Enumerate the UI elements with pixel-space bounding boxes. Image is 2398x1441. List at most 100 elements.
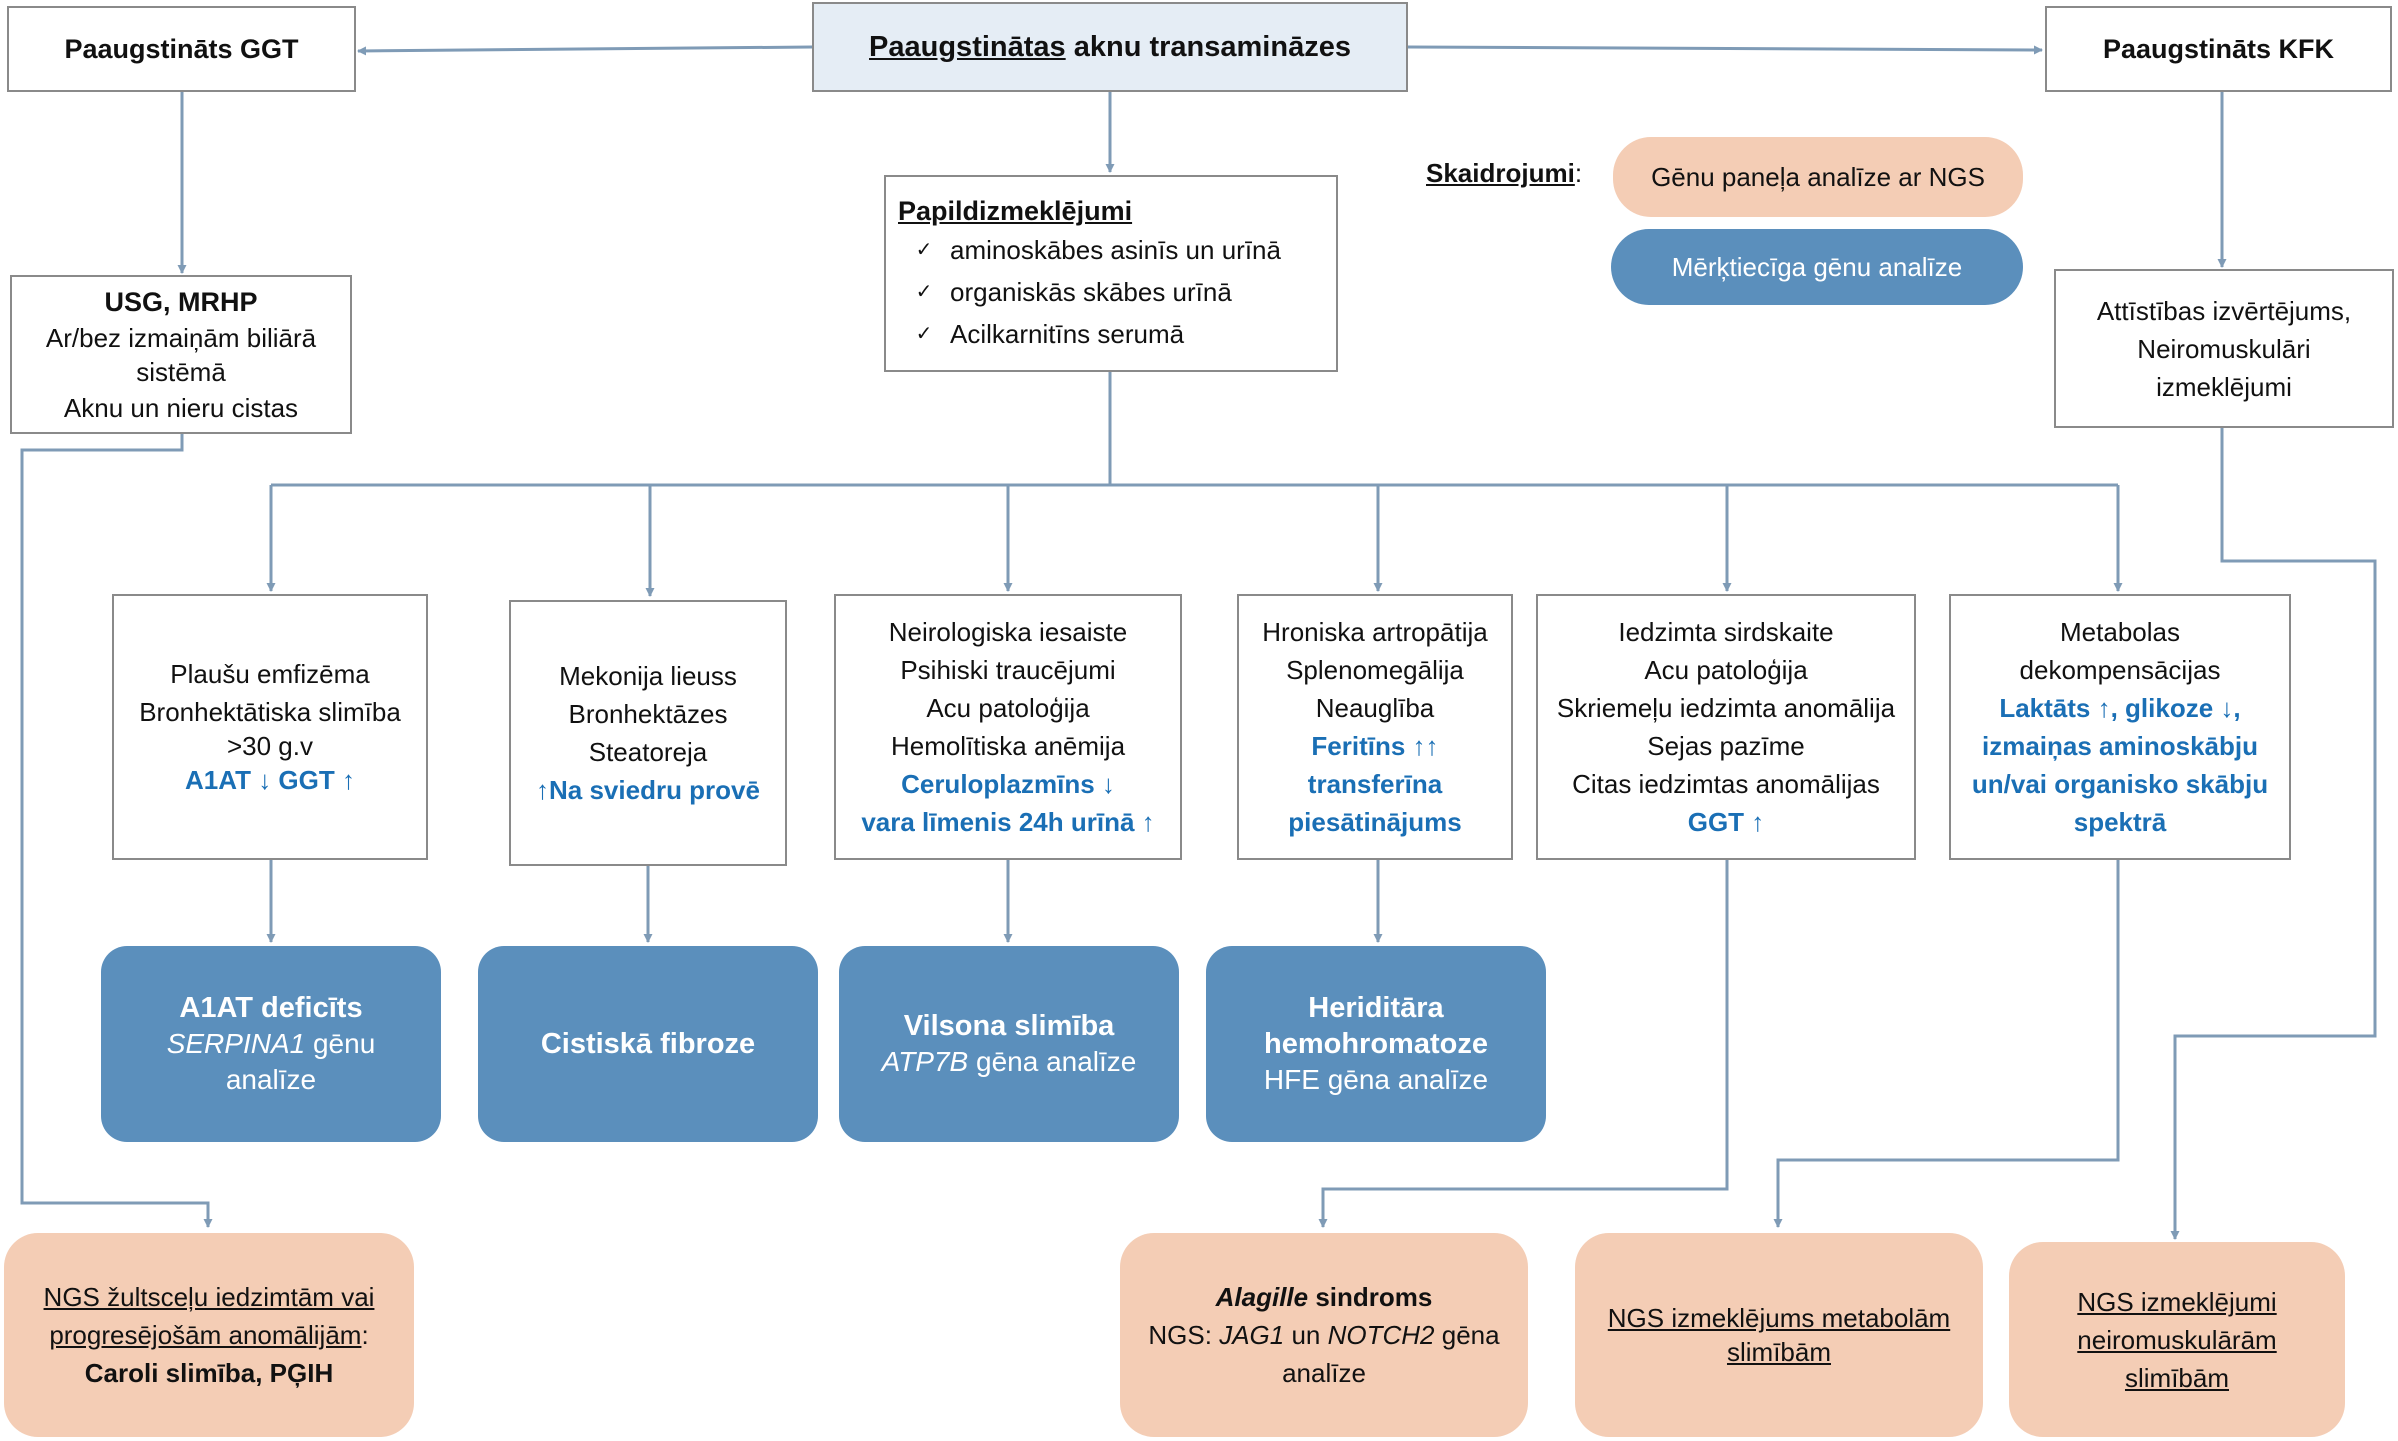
arrow-sym5-to-ngs2 [1318, 860, 1729, 1228]
symptom-line: dekompensācijas [2019, 655, 2221, 685]
ggt-node: Paaugstināts GGT [7, 6, 356, 92]
dx-title: Vilsona slimība [903, 1010, 1115, 1042]
ngs-title-italic: Alagille [1215, 1282, 1309, 1312]
kfk-node: Paaugstināts KFK [2045, 6, 2392, 92]
dx-title: Heriditāra [1308, 992, 1444, 1024]
symptom-highlight: Ceruloplazmīns ↓ [901, 769, 1115, 799]
usg-title: USG, MRHP [104, 286, 258, 317]
dx-title: hemohromatoze [1264, 1028, 1488, 1060]
dx-sub: SERPINA1 gēnu [167, 1026, 376, 1062]
symptom-line: >30 g.v [226, 731, 313, 761]
legend-label-colon: : [1574, 158, 1583, 188]
arrow-attistibas-to-ngs4 [2170, 428, 2377, 1240]
papild-item: ✓ organiskās skābes urīnā [898, 271, 1232, 313]
dx-gene: ATP7B [881, 1046, 969, 1077]
symptom-highlight: Feritīns ↑↑ [1311, 731, 1439, 761]
symptom-highlight: transferīna [1307, 769, 1443, 799]
ngs-line-colon: : [361, 1320, 369, 1350]
symptom-line: Mekonija lieuss [559, 661, 737, 691]
symptom-line: Plaušu emfizēma [170, 659, 370, 689]
symptom-line: Bronhektātiska slimība [139, 697, 401, 727]
dx-sub: analīze [225, 1064, 317, 1095]
arrow-top-to-kfk [1407, 45, 2043, 55]
ngs-line: NGS žultsceļu iedzimtām vai [43, 1282, 375, 1312]
ngs-line: NGS izmeklējums metabolām [1607, 1303, 1951, 1333]
symptom-highlight: spektrā [2073, 807, 2167, 837]
arrow-usg-to-ngs1 [20, 434, 213, 1228]
symptom-line: Psihiski traucējumi [900, 655, 1116, 685]
dx-title: Cistiskā fibroze [540, 1028, 756, 1060]
ngs-title: Alagille sindroms [1216, 1278, 1433, 1316]
check-icon: ✓ [915, 281, 933, 303]
top-node-title: Paaugstinātas aknu transamināzes [869, 28, 1351, 66]
attistibas-line: izmeklējumi [2156, 371, 2292, 402]
symptoms-a1at: Plaušu emfizēma Bronhektātiska slimība >… [112, 594, 428, 860]
attistibas-line: Attīstības izvērtējums, [2096, 295, 2352, 326]
symptom-highlight: vara līmenis 24h urīnā ↑ [861, 807, 1155, 837]
dx-title: A1AT deficīts [179, 992, 363, 1024]
symptom-line: Sejas pazīme [1647, 731, 1805, 761]
dx-a1at: A1AT deficīts SERPINA1 gēnu analīze [101, 946, 441, 1142]
papild-item-label: organiskās skābes urīnā [950, 277, 1232, 307]
symptoms-cf: Mekonija lieuss Bronhektāzes Steatoreja … [509, 600, 787, 866]
legend-ngs-panel-text: Gēnu paneļa analīze ar NGS [1651, 161, 1985, 192]
top-node-title-underlined: Paaugstinātas [869, 31, 1066, 63]
papild-item-label: Acilkarnitīns serumā [950, 319, 1185, 349]
ngs-line-underlined: progresējošām anomālijām [49, 1320, 362, 1350]
attistibas-line: Neiromuskulāri [2137, 333, 2311, 364]
legend-targeted-text: Mērķtiecīga gēnu analīze [1671, 251, 1963, 282]
usg-line: Aknu un nieru cistas [63, 392, 299, 423]
symptom-line: Neauglība [1315, 693, 1435, 723]
ngs-line: slimībām [1726, 1337, 1831, 1367]
symptom-line: Metabolas [2060, 617, 2180, 647]
dx-sub: ATP7B gēna analīze [882, 1044, 1137, 1080]
legend-label-text: Skaidrojumi [1426, 158, 1575, 188]
top-node-title-rest: aknu transamināzes [1065, 31, 1351, 63]
symptom-highlight: GGT ↑ [1687, 807, 1765, 837]
dx-hemochromatosis: Heriditāra hemohromatoze HFE gēna analīz… [1206, 946, 1546, 1142]
ngs-line: NGS: JAG1 un NOTCH2 gēna [1148, 1316, 1499, 1354]
papild-item-label: aminoskābes asinīs un urīnā [950, 235, 1281, 265]
legend-ngs-panel: Gēnu paneļa analīze ar NGS [1613, 137, 2023, 217]
symptoms-wilson: Neirologiska iesaiste Psihiski traucējum… [834, 594, 1182, 860]
usg-node: USG, MRHP Ar/bez izmaiņām biliārā sistēm… [10, 275, 352, 434]
check-icon: ✓ [915, 239, 933, 261]
dx-sub-rest: gēna analīze [968, 1046, 1137, 1077]
symptoms-hemochromatosis: Hroniska artropātija Splenomegālija Neau… [1237, 594, 1513, 860]
papild-title: Papildizmeklējumi [898, 196, 1133, 226]
symptom-highlight: A1AT ↓ GGT ↑ [185, 765, 355, 795]
ngs-line: analīze [1282, 1358, 1366, 1388]
ngs-title-rest: sindroms [1308, 1282, 1433, 1312]
symptoms-metabolic: Metabolas dekompensācijas Laktāts ↑, gli… [1949, 594, 2291, 860]
ngs-mid: un [1284, 1320, 1328, 1350]
symptom-line: Skriemeļu iedzimta anomālija [1556, 693, 1896, 723]
dx-wilson: Vilsona slimība ATP7B gēna analīze [839, 946, 1179, 1142]
symptom-line: Hroniska artropātija [1262, 617, 1488, 647]
ngs-metabolic: NGS izmeklējums metabolām slimībām [1575, 1233, 1983, 1437]
symptom-highlight: Laktāts ↑, glikoze ↓, [1999, 693, 2241, 723]
ngs-line: Caroli slimība, PĢIH [84, 1358, 334, 1388]
arrow-sym6-to-ngs3 [1773, 860, 2120, 1228]
ngs-line: NGS izmeklējumi [2077, 1286, 2277, 1317]
symptom-highlight: ↑Na sviedru provē [536, 775, 760, 805]
ngs-line: slimībām [2124, 1362, 2229, 1393]
symptom-line: Hemolītiska anēmija [890, 731, 1126, 761]
ngs-gene: NOTCH2 [1327, 1320, 1435, 1350]
symptom-line: Steatoreja [588, 737, 708, 767]
kfk-node-label: Paaugstināts KFK [2102, 34, 2335, 64]
papild-node: Papildizmeklējumi ✓ aminoskābes asinīs u… [884, 175, 1338, 372]
symptoms-alagille: Iedzimta sirdskaite Acu patoloģija Skrie… [1536, 594, 1916, 860]
papild-item: ✓ aminoskābes asinīs un urīnā [898, 229, 1281, 271]
papild-item: ✓ Acilkarnitīns serumā [898, 313, 1184, 355]
symptom-line: Acu patoloģija [926, 693, 1090, 723]
dx-sub-rest: gēnu [305, 1028, 376, 1059]
usg-line: sistēmā [136, 356, 226, 387]
ngs-alagille: Alagille sindroms NGS: JAG1 un NOTCH2 gē… [1120, 1233, 1528, 1437]
dx-sub: HFE gēna analīze [1263, 1064, 1489, 1095]
ngs-prefix: NGS: [1148, 1320, 1220, 1350]
check-icon: ✓ [915, 323, 933, 345]
legend-label: Skaidrojumi: [1426, 158, 1582, 189]
ggt-node-label: Paaugstināts GGT [64, 34, 299, 64]
arrow-top-to-ggt [357, 45, 813, 56]
